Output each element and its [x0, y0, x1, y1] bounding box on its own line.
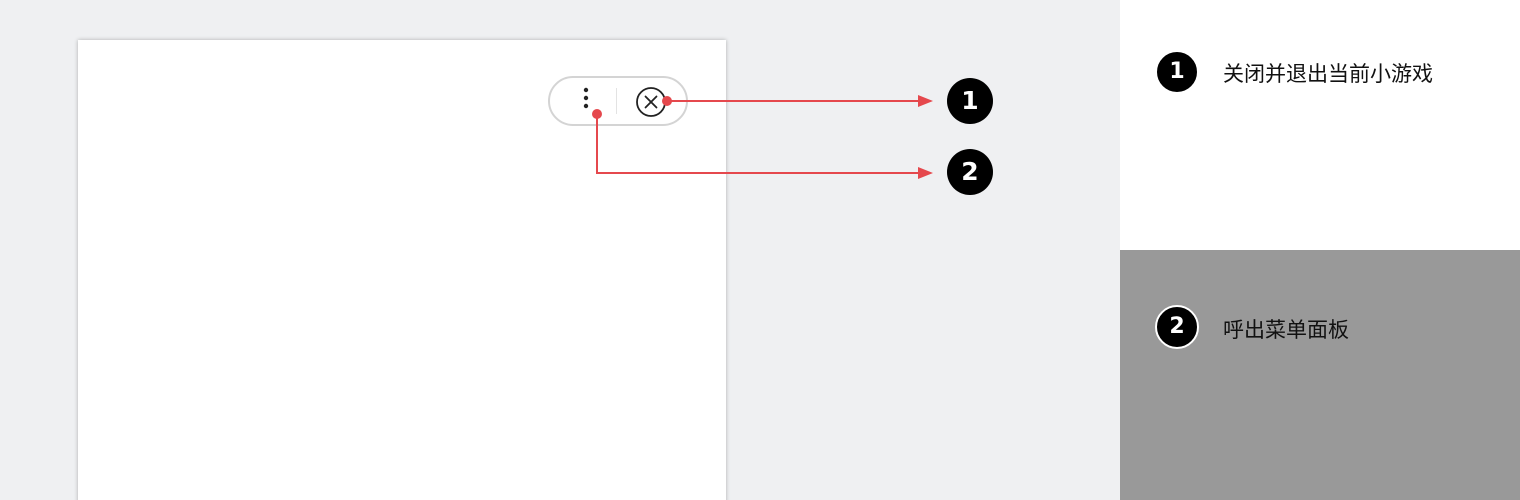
- legend-text-1: 关闭并退出当前小游戏: [1223, 62, 1433, 86]
- legend-panel-1: 1 关闭并退出当前小游戏: [1120, 0, 1520, 250]
- legend-badge-2: 2: [1155, 305, 1199, 349]
- callout-badge-2: 2: [947, 149, 993, 195]
- callout-badge-1: 1: [947, 78, 993, 124]
- leader-line-2: [592, 109, 933, 179]
- legend-text-2: 呼出菜单面板: [1223, 318, 1349, 342]
- vertical-dots-icon[interactable]: [578, 86, 594, 114]
- capsule-divider: [616, 88, 617, 114]
- legend-badge-1: 1: [1155, 50, 1199, 94]
- leader-line-1: [662, 95, 933, 107]
- legend-panel-2: 2 呼出菜单面板: [1120, 250, 1520, 500]
